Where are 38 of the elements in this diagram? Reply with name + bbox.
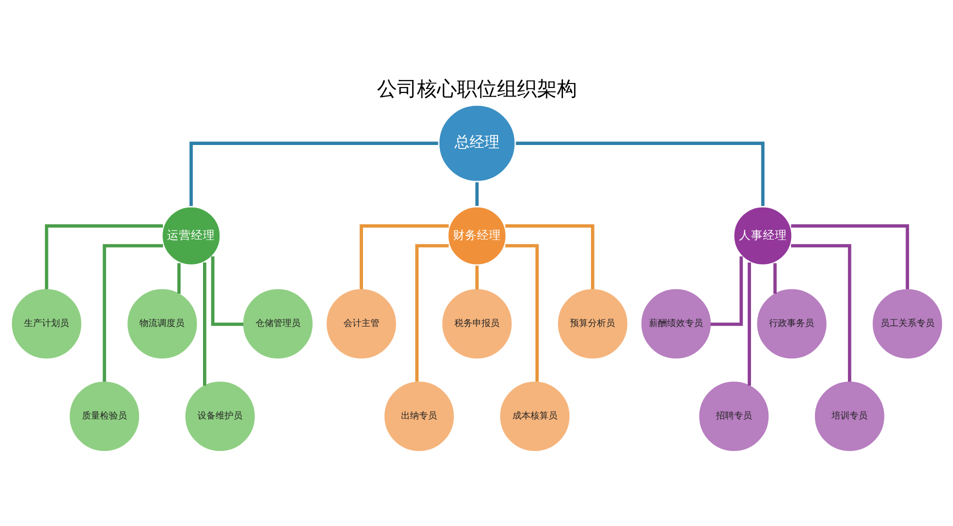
connector: [414, 244, 448, 382]
node-circle: 薪酬绩效专员: [640, 288, 710, 358]
node-circle: 总经理: [436, 102, 517, 183]
diagram-title: 公司核心职位组织架构: [376, 77, 576, 100]
node-circle: 员工关系专员: [872, 288, 942, 358]
node-circle: 出纳专员: [384, 381, 454, 451]
node-circle: 运营经理: [160, 204, 222, 266]
node-circle: 质量检验员: [69, 381, 139, 451]
connector: [790, 224, 909, 289]
node-circle: 人事经理: [731, 204, 794, 266]
connector: [210, 256, 243, 326]
connector: [515, 141, 764, 206]
connector: [474, 182, 478, 206]
node-circle: 预算分析员: [557, 288, 627, 358]
node-circle: 培训专员: [814, 381, 884, 451]
node-circle: 成本核算员: [500, 381, 570, 451]
connector: [747, 262, 750, 386]
node-circle: 设备维护员: [184, 381, 254, 451]
node-circle: 招聘专员: [698, 381, 768, 451]
connector: [790, 244, 851, 382]
connector: [474, 265, 478, 289]
connector: [504, 224, 594, 289]
node-circle: 财务经理: [446, 204, 508, 266]
node-circle: 税务申报员: [442, 288, 512, 358]
connector: [710, 256, 742, 326]
connector: [359, 224, 448, 289]
node-circle: 会计主管: [326, 288, 396, 358]
connector: [102, 244, 162, 382]
connector: [504, 244, 538, 382]
connector: [44, 224, 162, 289]
connector: [202, 262, 206, 386]
connector: [176, 262, 180, 294]
connector: [189, 141, 438, 206]
node-circle: 生产计划员: [11, 288, 81, 358]
connector: [772, 262, 776, 294]
node-circle: 行政事务员: [756, 288, 826, 358]
node-circle: 物流调度员: [127, 288, 196, 358]
node-circle: 仓储管理员: [242, 288, 312, 358]
